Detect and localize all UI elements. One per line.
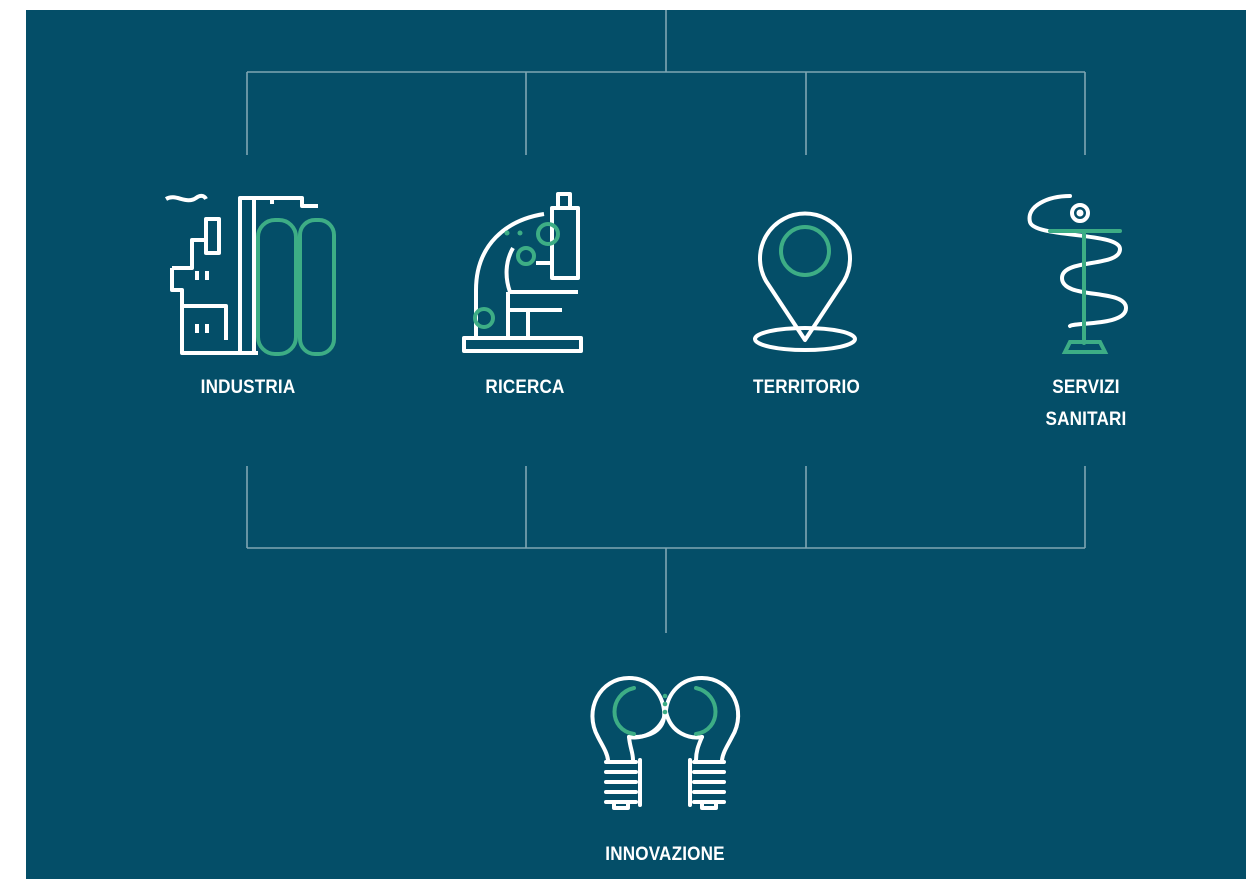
factory-gas-cylinders-icon bbox=[164, 193, 336, 356]
map-pin-icon bbox=[753, 211, 857, 352]
label-sanitari: SANITARI bbox=[1045, 409, 1127, 430]
diagram-panel bbox=[26, 10, 1246, 879]
caduceus-icon bbox=[1027, 194, 1128, 354]
microscope-icon bbox=[462, 192, 583, 353]
label-territorio: TERRITORIO bbox=[753, 377, 860, 398]
label-innovazione: INNOVAZIONE bbox=[605, 844, 725, 865]
label-industria: INDUSTRIA bbox=[200, 377, 296, 398]
twin-light-bulbs-icon bbox=[590, 676, 741, 810]
label-ricerca: RICERCA bbox=[485, 377, 565, 398]
label-servizi: SERVIZI bbox=[1052, 377, 1120, 398]
